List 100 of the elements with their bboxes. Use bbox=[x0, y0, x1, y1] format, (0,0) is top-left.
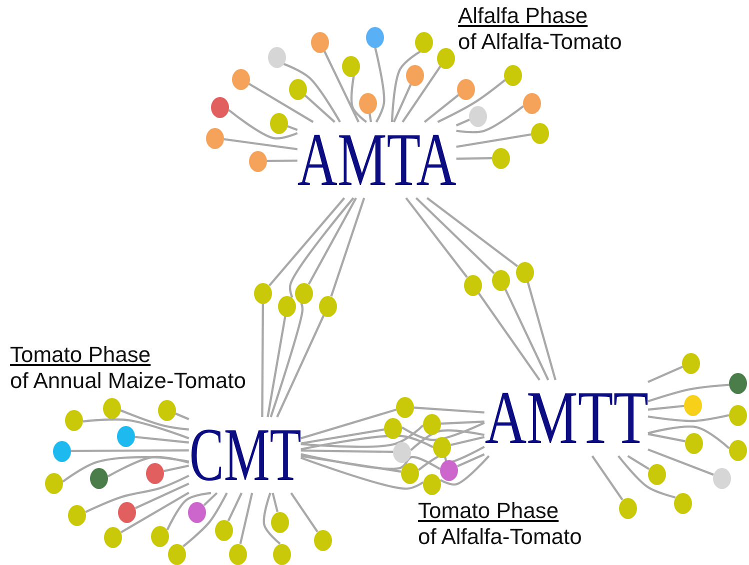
network-node-dot bbox=[103, 398, 121, 418]
network-edge bbox=[350, 76, 368, 123]
network-node-dot bbox=[401, 462, 419, 484]
network-edge bbox=[648, 432, 686, 442]
network-edge bbox=[272, 492, 279, 512]
phase-caption: of Annual Maize-Tomato bbox=[10, 368, 246, 394]
network-edge bbox=[323, 50, 360, 122]
network-node-dot bbox=[685, 432, 703, 454]
network-node-dot bbox=[273, 544, 291, 564]
network-node-dot bbox=[314, 530, 332, 550]
network-node-dot bbox=[65, 410, 83, 430]
network-edge bbox=[300, 456, 424, 490]
network-edge bbox=[414, 406, 484, 414]
network-edge bbox=[648, 426, 730, 450]
network-edge bbox=[283, 62, 341, 123]
network-edge bbox=[627, 455, 650, 470]
network-edge bbox=[648, 366, 684, 383]
network-edge bbox=[418, 446, 485, 471]
network-edge bbox=[591, 455, 624, 500]
network-edge bbox=[300, 408, 397, 440]
network-edge bbox=[304, 94, 336, 123]
network-edge bbox=[203, 492, 218, 506]
network-edge bbox=[368, 113, 372, 122]
network-node-dot bbox=[151, 526, 169, 546]
network-edge bbox=[648, 414, 730, 422]
network-edge bbox=[648, 404, 684, 411]
network-edge bbox=[456, 453, 485, 468]
network-node-dot bbox=[423, 414, 441, 434]
network-edge bbox=[456, 105, 524, 134]
network-edge bbox=[71, 449, 189, 452]
network-node-dot bbox=[206, 128, 224, 148]
network-edge bbox=[300, 454, 402, 473]
network-node-dot bbox=[682, 352, 700, 374]
network-node-dot bbox=[90, 468, 108, 488]
network-edge bbox=[456, 133, 532, 148]
network-node-dot bbox=[289, 78, 307, 100]
network-edge bbox=[478, 292, 540, 381]
network-edge bbox=[618, 455, 676, 499]
network-node-dot bbox=[619, 498, 637, 518]
network-node-dot bbox=[188, 502, 206, 522]
network-edge bbox=[374, 47, 386, 123]
network-node-dot bbox=[215, 520, 233, 540]
network-edge bbox=[424, 94, 460, 123]
network-edge bbox=[134, 436, 189, 444]
network-edge bbox=[426, 197, 518, 268]
network-node-dot bbox=[729, 440, 747, 460]
network-node-dot bbox=[393, 442, 411, 462]
network-edge bbox=[526, 282, 556, 380]
network-edge bbox=[120, 492, 190, 534]
phase-caption: of Alfalfa-Tomato bbox=[458, 29, 622, 55]
network-node-dot bbox=[464, 274, 482, 296]
network-edge bbox=[134, 482, 190, 510]
network-edge bbox=[648, 384, 730, 402]
network-edge bbox=[440, 420, 484, 425]
hub-label: AMTT bbox=[484, 380, 648, 456]
network-node-dot bbox=[384, 418, 402, 438]
network-edge bbox=[227, 492, 243, 522]
network-edge bbox=[456, 157, 492, 160]
network-edge bbox=[62, 456, 190, 482]
network-edge bbox=[266, 316, 286, 418]
phase-heading: Tomato Phase bbox=[10, 342, 151, 368]
network-edge bbox=[248, 82, 314, 123]
phase-heading: Alfalfa Phase bbox=[458, 3, 588, 29]
network-node-dot bbox=[713, 468, 731, 488]
network-node-dot bbox=[457, 78, 475, 100]
network-edge bbox=[300, 424, 424, 448]
network-node-dot bbox=[504, 64, 522, 86]
network-edge bbox=[390, 50, 421, 122]
network-node-dot bbox=[249, 150, 267, 172]
network-node-dot bbox=[342, 56, 360, 76]
network-node-dot bbox=[232, 68, 250, 90]
network-node-dot bbox=[229, 544, 247, 564]
network-edge bbox=[330, 198, 366, 297]
network-edge bbox=[300, 449, 394, 453]
network-node-dot bbox=[104, 526, 122, 548]
network-node-dot bbox=[531, 122, 549, 144]
network-edge bbox=[437, 79, 506, 123]
network-node-dot bbox=[117, 426, 135, 446]
network-edge bbox=[401, 422, 485, 442]
network-edge bbox=[410, 429, 485, 451]
network-edge bbox=[82, 418, 190, 440]
network-node-dot bbox=[68, 504, 86, 526]
network-edge bbox=[261, 304, 264, 417]
network-edge bbox=[120, 409, 189, 431]
network-node-dot bbox=[492, 270, 510, 290]
network-edge bbox=[392, 84, 412, 122]
network-node-dot bbox=[437, 48, 455, 68]
network-node-dot bbox=[684, 394, 702, 416]
network-edge bbox=[107, 456, 190, 478]
phase-heading: Tomato Phase bbox=[418, 498, 559, 524]
hub-label: AMTA bbox=[297, 122, 456, 198]
network-node-dot bbox=[406, 64, 424, 86]
network-edge bbox=[440, 455, 490, 486]
network-node-dot bbox=[433, 436, 451, 458]
network-edge bbox=[270, 302, 304, 418]
network-node-dot bbox=[469, 106, 487, 126]
network-node-dot bbox=[319, 296, 337, 316]
network-node-dot bbox=[118, 502, 136, 522]
network-node-dot bbox=[168, 544, 186, 564]
hub-label: CMT bbox=[188, 417, 301, 493]
